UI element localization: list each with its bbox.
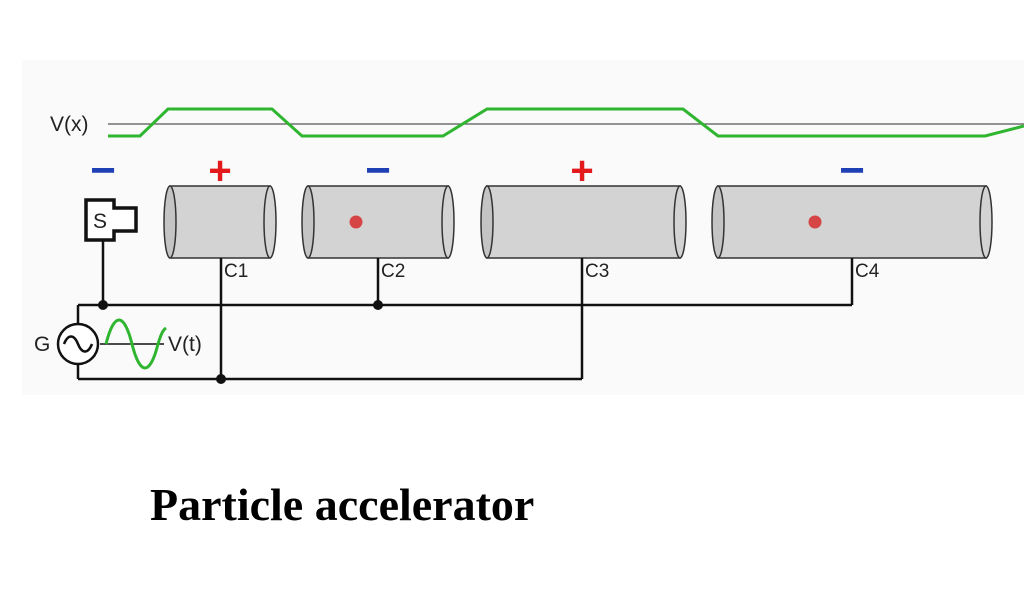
- c2-label: C2: [381, 261, 405, 282]
- c3-label: C3: [585, 261, 609, 282]
- vt-waveform: [100, 318, 167, 370]
- wiring: [76, 240, 854, 381]
- vx-label: V(x): [50, 113, 89, 136]
- c4-label: C4: [855, 261, 880, 282]
- source-polarity-sign: −: [90, 146, 116, 195]
- junction-dots: [98, 300, 383, 384]
- ac-generator: [56, 322, 100, 366]
- drift-tube-c3: [480, 185, 687, 259]
- vt-label: V(t): [168, 333, 202, 356]
- drift-tube-c4: [711, 185, 993, 259]
- caption-title: Particle accelerator: [150, 479, 535, 530]
- particle-dot: [349, 215, 363, 229]
- drift-tube-c2: [301, 185, 455, 259]
- particle-dot: [808, 215, 822, 229]
- c3-polarity-sign: +: [570, 149, 593, 193]
- c1-label: C1: [224, 261, 248, 282]
- source-label: S: [93, 210, 107, 233]
- generator-label: G: [34, 333, 50, 356]
- particle-source: S: [84, 198, 138, 242]
- c1-polarity-sign: +: [208, 149, 231, 193]
- potential-curve: [108, 107, 1024, 138]
- drift-tube-c1: [163, 185, 277, 259]
